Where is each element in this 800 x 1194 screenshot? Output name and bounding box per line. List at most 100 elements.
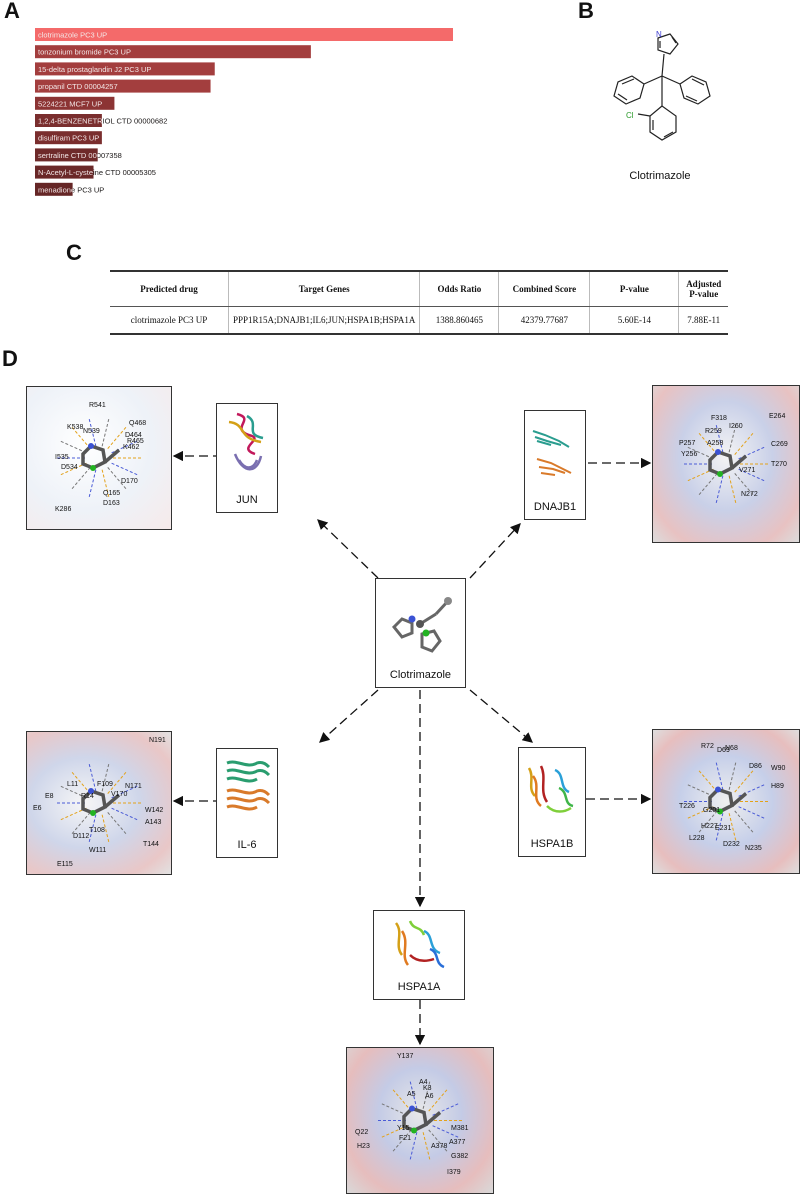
clotrimazole-3d-icon [391, 597, 452, 653]
residue-label: Q22 [355, 1129, 368, 1136]
docking-pose-jun: R541K538N539Q468D464R465K462I535D534D170… [55, 402, 146, 513]
residue-label: A378 [431, 1143, 447, 1150]
residue-label: N235 [745, 845, 762, 852]
target-label-hspa1b: HSPA1B [530, 838, 574, 850]
residue-label: D163 [103, 500, 120, 507]
residue-label: K462 [123, 444, 139, 451]
nitrogen-atom [409, 1105, 415, 1112]
residue-label: K286 [55, 506, 71, 513]
bar-label: 15-delta prostaglandin J2 PC3 UP [38, 65, 151, 74]
residue-label: H227 [701, 823, 718, 830]
table-header: Odds Ratio [419, 270, 499, 307]
table-cell: clotrimazole PC3 UP [110, 306, 229, 335]
panel-label-c: C [66, 240, 82, 265]
bar-label: 1,2,4-BENZENETRIOL CTD 00000682 [38, 117, 167, 126]
bar-label: propanil CTD 00004257 [38, 82, 118, 91]
chlorine-atom [411, 1127, 417, 1134]
residue-label: A377 [449, 1139, 465, 1146]
table-header: P-value [589, 270, 679, 307]
residue-label: N272 [741, 491, 758, 498]
residue-label: W142 [145, 807, 163, 814]
interaction-line [715, 475, 724, 504]
target-box-dnajb1: DNAJB1 [524, 410, 586, 520]
bar [35, 96, 115, 110]
residue-label: H89 [771, 783, 784, 790]
interaction-line [88, 469, 97, 498]
bar-label-overflow: menadione PC3 UP [38, 185, 104, 194]
residue-label: R72 [701, 743, 714, 750]
table-cell: 42379.77687 [498, 306, 590, 335]
interaction-line [715, 762, 724, 790]
bar-label: disulfiram PC3 UP [38, 134, 99, 143]
interaction-line [738, 806, 766, 820]
chlorine-atom [90, 810, 96, 816]
arrow-to-jun [317, 519, 379, 579]
target-label-dnajb1: DNAJB1 [533, 501, 577, 513]
residue-label: M381 [451, 1125, 469, 1132]
residue-label: K538 [67, 424, 83, 431]
interaction-line [734, 432, 754, 455]
table-header: Target Genes [227, 270, 420, 307]
table-header: Predicted drug [110, 270, 229, 307]
interaction-line [71, 812, 91, 835]
residue-label: T108 [89, 827, 105, 834]
residue-label: Q468 [129, 420, 146, 427]
table-cell: 5.60E-14 [589, 306, 679, 335]
target-label-hspa1a: HSPA1A [397, 981, 441, 993]
bar-label: tonzonium bromide PC3 UP [38, 48, 131, 57]
residue-label: V271 [739, 467, 755, 474]
residue-label: L11 [67, 781, 78, 788]
table-header: Combined Score [498, 270, 590, 307]
bar [35, 131, 102, 145]
chlorine-atom [717, 808, 723, 815]
residue-label: R541 [89, 402, 106, 409]
target-label-jun: JUN [236, 494, 258, 506]
residue-label: E115 [57, 861, 73, 868]
bar [35, 114, 102, 127]
bar [35, 79, 211, 93]
bar [35, 62, 215, 76]
bar-label-overflow: 1,2,4-BENZENETRIOL CTD 00000682 [38, 117, 167, 126]
interaction-line [409, 1132, 418, 1160]
residue-label: H23 [357, 1143, 370, 1150]
table-cell: PPP1R15A;DNAJB1;IL6;JUN;HSPA1B;HSPA1A [227, 306, 420, 335]
interaction-line [422, 1132, 431, 1160]
interaction-line [107, 812, 127, 835]
residue-label: I535 [55, 454, 69, 461]
target-box-hspa1b: HSPA1B [518, 747, 586, 857]
table-cell: 7.88E-11 [678, 306, 728, 335]
table-cell: 1388.860465 [419, 306, 499, 335]
residue-label: W90 [771, 765, 786, 772]
residue-label: T226 [679, 803, 695, 810]
interaction-line [59, 440, 87, 454]
residue-label: N539 [83, 428, 100, 435]
residue-label: I379 [447, 1169, 461, 1176]
residue-label: E264 [769, 413, 785, 420]
target-box-jun: JUN [216, 403, 278, 513]
residue-label: R465 [127, 438, 144, 445]
residue-label: T270 [771, 461, 787, 468]
interaction-line [734, 810, 754, 834]
bar-label: sertraline CTD 00007358 [38, 151, 122, 160]
center-drug-box: Clotrimazole [375, 578, 466, 688]
protein-ribbon-icon [228, 412, 264, 471]
residue-label: Q165 [103, 490, 120, 497]
table-header-row: Predicted drug Target Genes Odds Ratio C… [110, 270, 728, 307]
nitrogen-atom [715, 786, 721, 793]
residue-label: D464 [125, 432, 142, 439]
panel-label-b: B [578, 0, 594, 23]
clotrimazole-structure: N Cl [613, 30, 711, 141]
bar [35, 148, 98, 162]
residue-label: W111 [89, 847, 106, 854]
residue-label: D534 [61, 464, 78, 471]
target-label-il6: IL-6 [237, 839, 257, 851]
interaction-line [698, 473, 718, 496]
residue-label: L228 [689, 835, 705, 842]
chlorine-atom [90, 465, 96, 471]
